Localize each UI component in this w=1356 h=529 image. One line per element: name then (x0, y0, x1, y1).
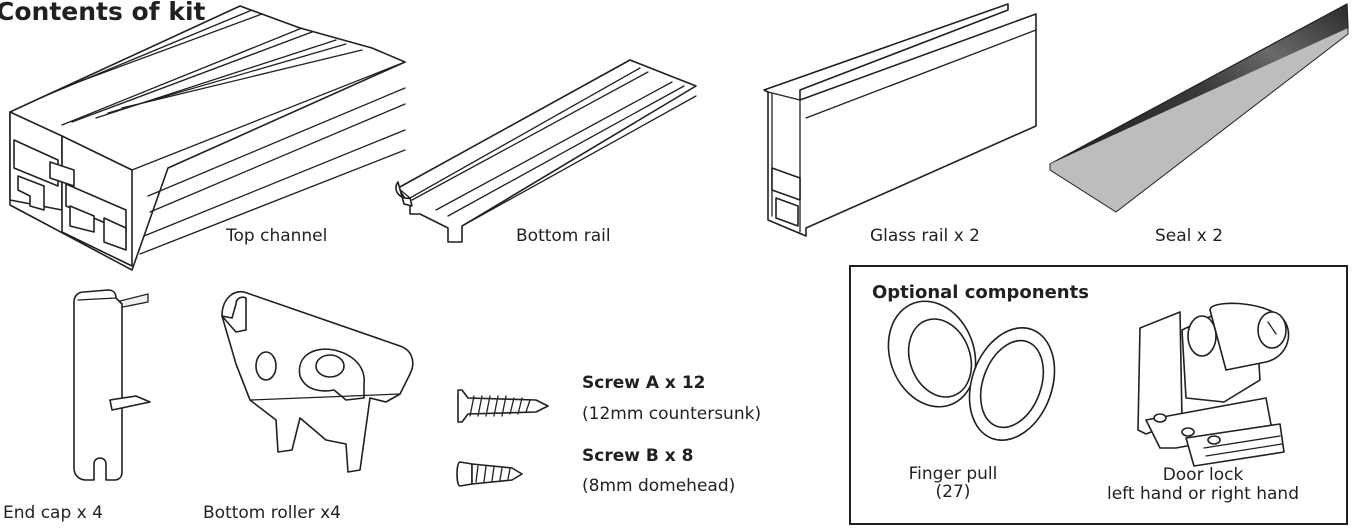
glass-rail-illustration (763, 3, 1037, 237)
label-glass-rail: Glass rail x 2 (870, 226, 980, 246)
seal-illustration (1048, 3, 1349, 213)
label-finger-pull-number: (27) (935, 482, 971, 502)
bottom-roller-illustration (221, 291, 414, 473)
label-end-cap: End cap x 4 (3, 503, 103, 523)
label-door-lock-hand: left hand or right hand (1107, 484, 1299, 504)
label-screw-a-name: Screw A x 12 (582, 373, 706, 393)
diagram-title: Contents of kit (0, 0, 206, 26)
label-finger-pull: Finger pull (908, 464, 998, 484)
top-channel-illustration (9, 5, 406, 271)
label-top-channel: Top channel (226, 226, 328, 246)
optional-components-title: Optional components (872, 282, 1089, 303)
end-cap-illustration (73, 289, 151, 481)
door-lock-illustration (1137, 302, 1290, 467)
screw-b-illustration (456, 461, 523, 487)
label-screw-a-desc: (12mm countersunk) (582, 404, 762, 424)
label-screw-b-name: Screw B x 8 (582, 446, 694, 466)
label-seal: Seal x 2 (1155, 226, 1224, 246)
label-door-lock: Door lock (1162, 465, 1244, 485)
bottom-rail-illustration (395, 59, 697, 243)
label-bottom-roller: Bottom roller x4 (203, 503, 341, 523)
label-screw-b-desc: (8mm domehead) (582, 476, 736, 496)
finger-pull-illustration (887, 300, 1056, 441)
screw-a-illustration (457, 389, 549, 423)
label-bottom-rail: Bottom rail (516, 226, 611, 246)
optional-components-box (849, 265, 1348, 525)
